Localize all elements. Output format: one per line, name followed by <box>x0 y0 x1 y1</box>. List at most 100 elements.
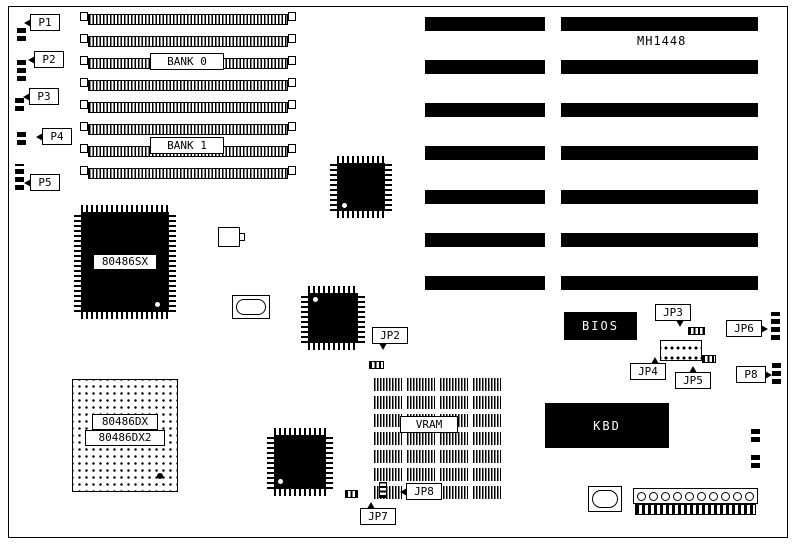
chip-qfp-small-3 <box>267 428 333 496</box>
pin-fringe <box>74 212 81 312</box>
pin-fringe <box>326 435 333 489</box>
pin-circle <box>637 491 646 501</box>
simm-socket <box>80 100 296 113</box>
isa-slot-segment <box>561 146 758 160</box>
simm-socket <box>80 166 296 179</box>
pin-fringe <box>358 293 365 343</box>
label-jp6: JP6 <box>726 320 768 337</box>
label-jp7: JP7 <box>360 502 396 525</box>
connector-p3 <box>15 95 24 111</box>
simm-socket <box>80 34 296 47</box>
pin-fringe <box>81 205 169 212</box>
isa-slot-segment <box>561 17 758 31</box>
isa-slot-segment <box>561 233 758 247</box>
label-p4: P4 <box>36 128 72 145</box>
pin-fringe <box>385 163 392 211</box>
pin-fringe <box>267 435 274 489</box>
connector-edge-small-2 <box>751 452 760 468</box>
isa-slot-segment <box>561 190 758 204</box>
pin-circle <box>745 491 754 501</box>
pin-circle <box>721 491 730 501</box>
jumper-jp5-pins <box>702 355 716 363</box>
pin-circle <box>673 491 682 501</box>
pin1-marker <box>313 297 318 302</box>
pin-fringe <box>337 211 385 218</box>
pin1-marker <box>342 203 347 208</box>
ic-small <box>218 227 245 247</box>
pin-fringe <box>169 212 176 312</box>
jumper-jp7-pins <box>345 490 358 498</box>
isa-slot-segment <box>425 60 545 74</box>
isa-slot-segment <box>425 17 545 31</box>
simm-socket <box>80 122 296 135</box>
label-jp2: JP2 <box>372 327 408 350</box>
label-vram: VRAM <box>400 416 458 433</box>
pin-fringe <box>308 343 358 350</box>
connector-p5 <box>15 164 24 190</box>
pin-fringe <box>301 293 308 343</box>
board-frame <box>8 6 788 538</box>
pin-circle <box>649 491 658 501</box>
label-bank1: BANK 1 <box>150 137 224 154</box>
pin-circle <box>685 491 694 501</box>
jumper-jp2-pins <box>369 361 384 369</box>
pin-fringe <box>274 489 326 496</box>
chip-80486dx: 80486DX 80486DX2 <box>72 379 178 492</box>
isa-slot-segment <box>425 146 545 160</box>
connector-p1 <box>17 25 26 41</box>
chip-qfp-small-1 <box>330 156 392 218</box>
chip-bios: BIOS <box>564 312 637 340</box>
connector-edge-small-1 <box>751 428 760 442</box>
simm-socket <box>80 78 296 91</box>
label-jp4: JP4 <box>630 357 666 380</box>
power-connector <box>633 488 758 515</box>
pin-fringe <box>337 156 385 163</box>
isa-slot-segment <box>425 190 545 204</box>
label-jp5: JP5 <box>675 366 711 389</box>
jumper-jp3-pins <box>688 327 705 335</box>
oscillator-2 <box>588 486 622 512</box>
pin1-marker <box>155 302 160 307</box>
label-p1: P1 <box>24 14 60 31</box>
jumper-jp8-pins <box>379 482 387 498</box>
label-jp8: JP8 <box>400 483 442 500</box>
pin-circle <box>709 491 718 501</box>
chip-80486sx: 80486SX <box>74 205 176 319</box>
pin-circle <box>661 491 670 501</box>
pin-fringe <box>308 286 358 293</box>
label-bank0: BANK 0 <box>150 53 224 70</box>
simm-socket <box>80 12 296 25</box>
isa-slot-segment <box>425 103 545 117</box>
chip-80486dx2-label: 80486DX2 <box>85 430 165 446</box>
connector-teeth <box>635 504 756 515</box>
connector-pins-row <box>633 488 758 504</box>
pin-fringe <box>330 163 337 211</box>
label-p5: P5 <box>24 174 60 191</box>
label-jp3: JP3 <box>655 304 691 327</box>
chip-80486sx-label: 80486SX <box>93 254 157 270</box>
label-p8: P8 <box>736 366 772 383</box>
ic-tab <box>239 233 245 241</box>
isa-slot-segment <box>425 276 545 290</box>
pin-fringe <box>274 428 326 435</box>
pin1-marker <box>157 473 163 479</box>
pin1-marker <box>278 479 283 484</box>
pin-circle <box>733 491 742 501</box>
pin-fringe <box>81 312 169 319</box>
label-p3: P3 <box>23 88 59 105</box>
oscillator-1 <box>232 295 270 319</box>
connector-p4 <box>17 129 26 145</box>
chip-qfp-small-2 <box>301 286 365 350</box>
connector-p8 <box>772 360 781 384</box>
vram-array <box>374 373 504 499</box>
label-model: MH1448 <box>637 34 687 48</box>
connector-p2 <box>17 57 26 81</box>
chip-kbd: KBD <box>545 403 669 448</box>
isa-slot-segment <box>561 60 758 74</box>
pin-header-jp4 <box>660 340 702 361</box>
isa-slot-segment <box>561 276 758 290</box>
isa-slot-segment <box>561 103 758 117</box>
connector-jp6 <box>771 312 780 340</box>
pin-circle <box>697 491 706 501</box>
